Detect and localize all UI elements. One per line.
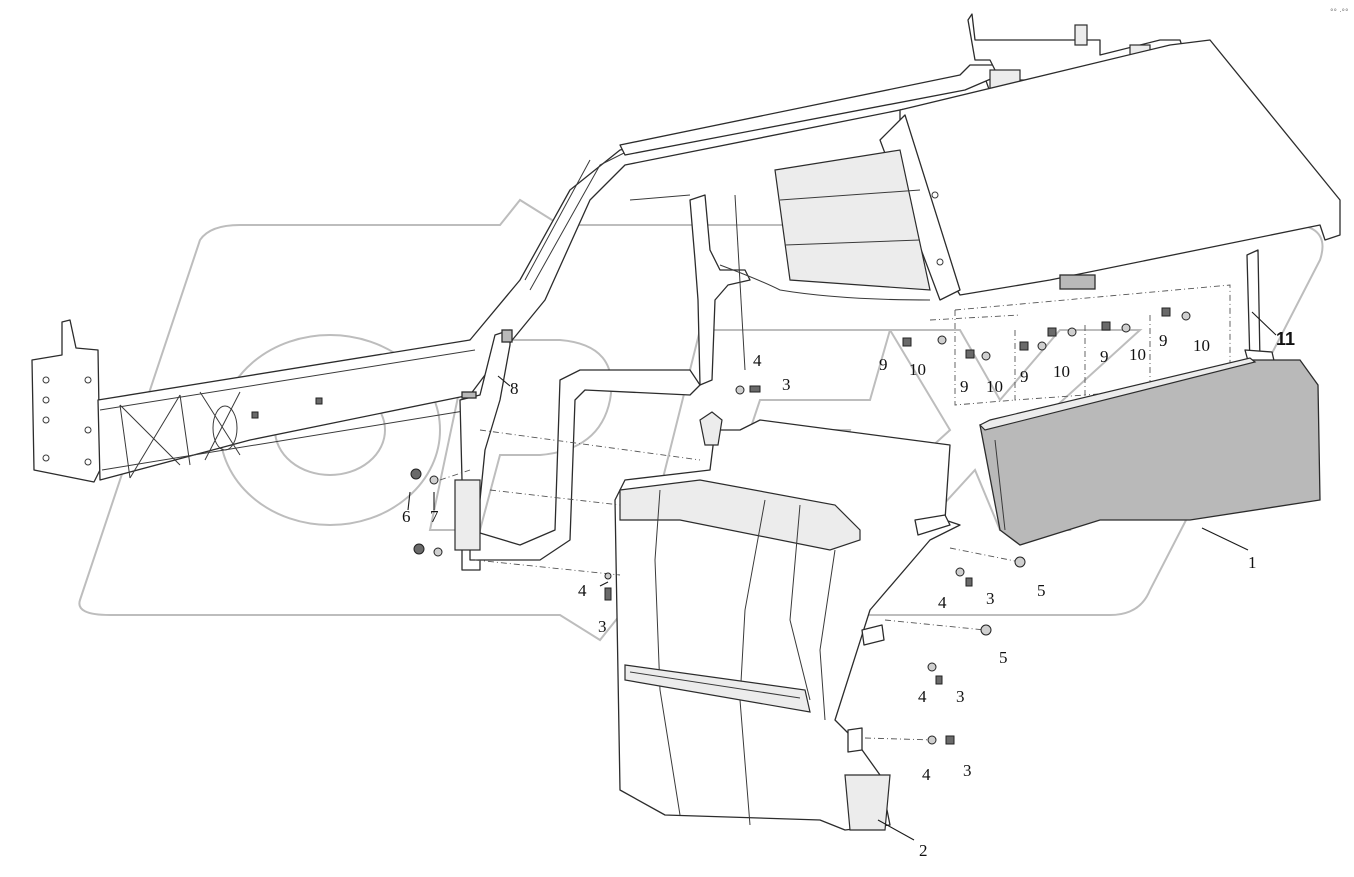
part-1-fender xyxy=(978,357,1321,546)
corner-mark: °° ·°° xyxy=(1330,8,1348,16)
callout-4-low: 4 xyxy=(922,765,931,784)
callout-10-d: 10 xyxy=(1129,345,1146,364)
callout-2: 2 xyxy=(919,841,928,860)
leader-lines xyxy=(407,311,1277,841)
callout-3-top: 3 xyxy=(782,375,791,394)
callout-8: 8 xyxy=(510,379,519,398)
alignment-lines xyxy=(439,429,1021,741)
callout-10-b: 10 xyxy=(986,377,1003,396)
callout-9-b: 9 xyxy=(960,377,969,396)
callout-10-e: 10 xyxy=(1193,336,1210,355)
part-2-fender xyxy=(614,411,961,831)
callout-6: 6 xyxy=(402,507,411,526)
callout-5-lower: 5 xyxy=(999,648,1008,667)
callout-9-e: 9 xyxy=(1159,331,1168,350)
callout-9-a: 9 xyxy=(879,355,888,374)
fasteners xyxy=(410,307,1191,745)
callout-labels: 1 2 11 8 6 7 4 3 4 3 4 3 5 5 4 3 4 3 9 1… xyxy=(402,329,1295,860)
callout-11: 11 xyxy=(1276,329,1295,349)
rear-panel xyxy=(774,39,1341,301)
callout-3-left: 3 xyxy=(598,617,607,636)
callout-1: 1 xyxy=(1248,553,1257,572)
callout-4-left: 4 xyxy=(578,581,587,600)
callout-9-d: 9 xyxy=(1100,347,1109,366)
callout-7: 7 xyxy=(430,507,439,526)
callout-9-c: 9 xyxy=(1020,367,1029,386)
callout-5-upper: 5 xyxy=(1037,581,1046,600)
callout-3-mid2: 3 xyxy=(956,687,965,706)
callout-3-mid1: 3 xyxy=(986,589,995,608)
callout-4-mid2: 4 xyxy=(918,687,927,706)
vertical-support xyxy=(454,194,931,571)
callout-4-mid1: 4 xyxy=(938,593,947,612)
callout-10-c: 10 xyxy=(1053,362,1070,381)
callout-10-a: 10 xyxy=(909,360,926,379)
callout-3-low: 3 xyxy=(963,761,972,780)
callout-4-top: 4 xyxy=(753,351,762,370)
